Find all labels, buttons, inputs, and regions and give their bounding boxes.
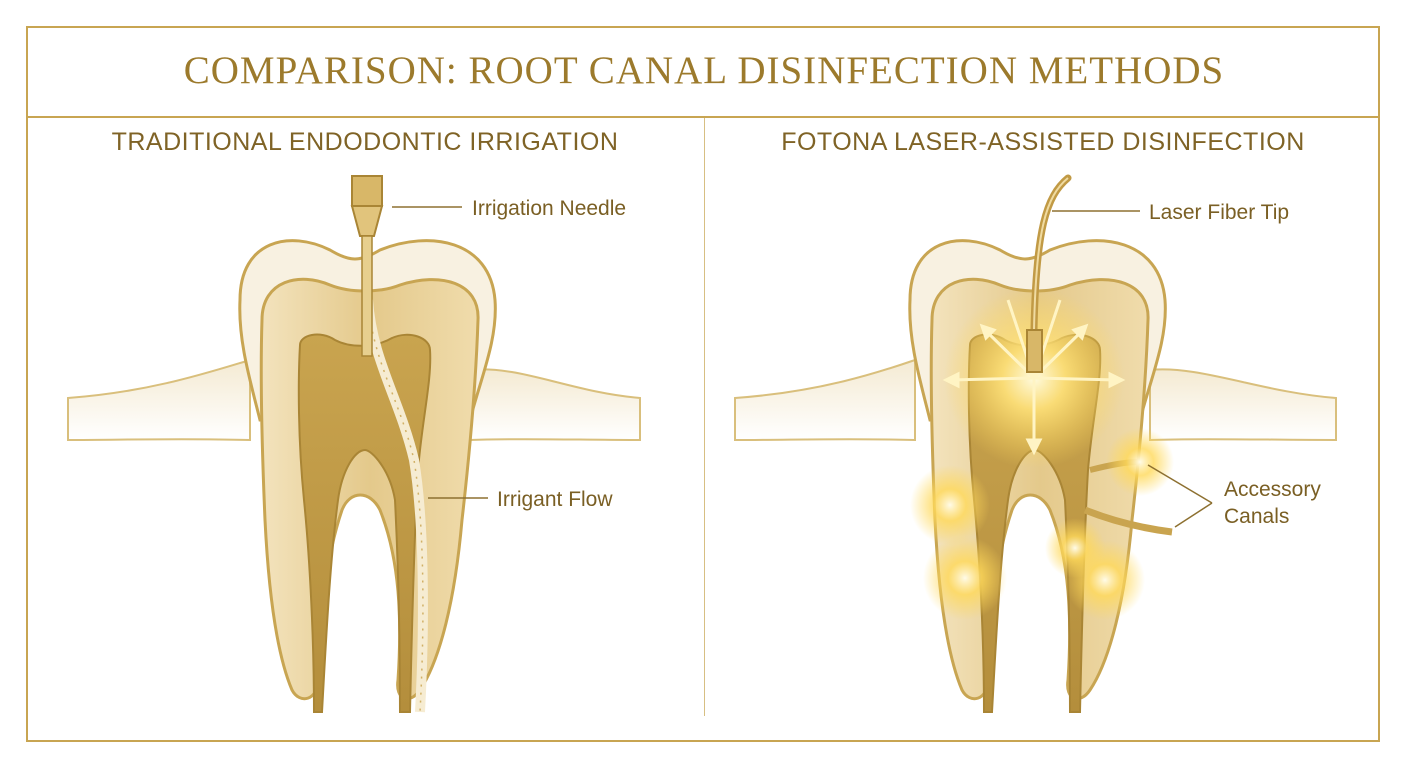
- accessory-canals-label-line2: Canals: [1224, 505, 1290, 528]
- laser-fiber-tip-label: Laser Fiber Tip: [1149, 201, 1290, 224]
- accessory-canal-lower: [1083, 506, 1173, 536]
- left-needle-shaft: [361, 235, 373, 357]
- right-panel-heading: FOTONA LASER-ASSISTED DISINFECTION: [781, 128, 1305, 156]
- left-gum-right: [469, 368, 641, 442]
- accessory-callout-line-upper: [1147, 464, 1213, 504]
- spark-lower-left: [923, 536, 1007, 620]
- panel-divider: [704, 118, 705, 716]
- left-needle-hub: [350, 205, 384, 237]
- laser-fiber-tip: [1026, 329, 1043, 373]
- title-divider: [28, 116, 1380, 118]
- spark-left-root: [910, 465, 990, 545]
- left-gum: [67, 358, 251, 442]
- page-title: COMPARISON: ROOT CANAL DISINFECTION METH…: [183, 49, 1225, 92]
- left-panel-heading: TRADITIONAL ENDODONTIC IRRIGATION: [111, 128, 619, 156]
- spark-lower-right: [1065, 540, 1145, 620]
- irrigation-needle-label: Irrigation Needle: [472, 197, 627, 220]
- left-needle-hub-top: [351, 175, 383, 207]
- left-irrigant-flow: [363, 299, 428, 713]
- right-gum-right: [1149, 368, 1337, 442]
- left-tooth-illustration: [67, 175, 641, 713]
- right-tooth-illustration: [734, 174, 1337, 713]
- accessory-canals-label-line1: Accessory: [1224, 478, 1321, 501]
- accessory-callout-line-lower: [1174, 502, 1213, 528]
- irrigant-flow-label: Irrigant Flow: [497, 488, 613, 511]
- right-gum: [734, 358, 916, 442]
- spark-accessory: [1106, 428, 1174, 496]
- left-pulp: [297, 333, 432, 713]
